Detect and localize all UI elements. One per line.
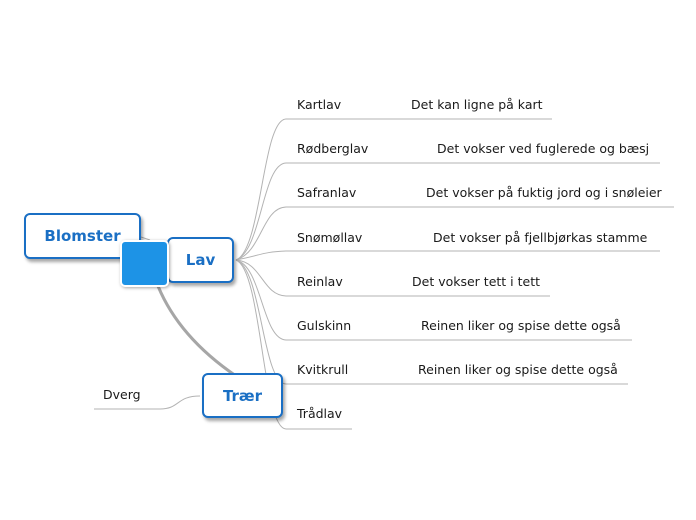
connector-blomster (140, 236, 151, 241)
topic-traer[interactable]: Trær (202, 373, 283, 418)
connector-reinlav (235, 259, 550, 297)
subtopic-kartlav[interactable]: Kartlav (297, 97, 342, 112)
note-safranlav: Det vokser på fuktig jord og i snøleier (426, 185, 662, 200)
subtopic-reinlav[interactable]: Reinlav (297, 274, 343, 289)
subtopic-rodberglav[interactable]: Rødberglav (297, 141, 369, 156)
topic-lav-label: Lav (185, 251, 216, 269)
subtopic-tradlav[interactable]: Trådlav (297, 406, 343, 421)
connector-safranlav (235, 206, 674, 261)
topic-lav[interactable]: Lav (167, 237, 234, 283)
central-topic[interactable] (120, 240, 169, 287)
connector-kartlav (235, 118, 552, 261)
subtopic-snomollav[interactable]: Snømøllav (297, 230, 363, 245)
connector-gulskinn (235, 259, 632, 341)
note-gulskinn: Reinen liker og spise dette også (421, 318, 621, 333)
connector-rodberglav (235, 162, 660, 261)
connector-snomollav (235, 250, 660, 261)
note-reinlav: Det vokser tett i tett (412, 274, 540, 289)
topic-blomster-label: Blomster (44, 227, 121, 245)
topic-traer-label: Trær (222, 386, 263, 405)
subtopic-gulskinn[interactable]: Gulskinn (297, 318, 352, 333)
subtopic-safranlav[interactable]: Safranlav (297, 185, 357, 200)
connector-dverg (94, 395, 201, 410)
subtopic-dverg[interactable]: Dverg (103, 387, 141, 402)
note-rodberglav: Det vokser ved fuglerede og bæsj (437, 141, 650, 156)
note-kartlav: Det kan ligne på kart (411, 97, 543, 112)
connector-traer-main (156, 285, 237, 378)
note-snomollav: Det vokser på fjellbjørkas stamme (433, 230, 648, 245)
connector-tradlav (235, 259, 352, 430)
subtopic-kvitkrull[interactable]: Kvitkrull (297, 362, 349, 377)
note-kvitkrull: Reinen liker og spise dette også (418, 362, 618, 377)
